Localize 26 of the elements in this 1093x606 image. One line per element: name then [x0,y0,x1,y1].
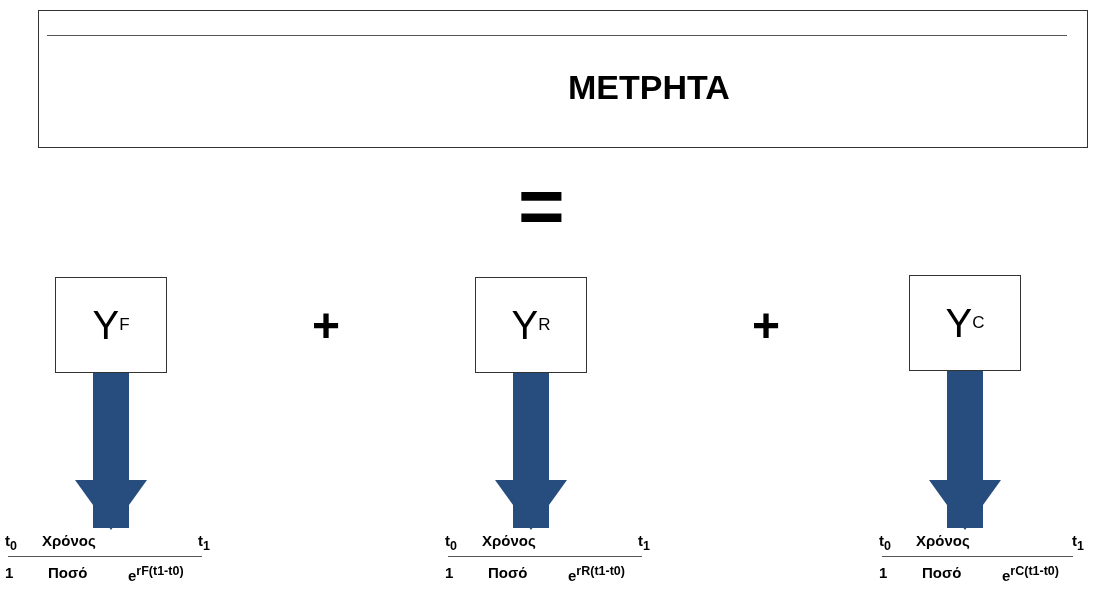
title-box [38,10,1088,148]
axis-label: Ποσό [48,564,88,581]
time-label: t$_{0}$ [445,532,457,553]
growth-formula: e$^{rR(t1-t0)}$ [568,564,625,584]
axis-label: Χρόνος [482,532,536,549]
time-label: t$_{0}$ [5,532,17,553]
time-label: t$_{1}$ [198,532,210,553]
axis-label: Χρόνος [916,532,970,549]
block-arrow [495,373,567,530]
time-label: t$_{1}$ [638,532,650,553]
growth-formula: e$^{rC(t1-t0)}$ [1002,564,1059,584]
time-label: t$_{0}$ [879,532,891,553]
amount-value: 1 [445,564,454,581]
amount-value: 1 [879,564,888,581]
axis-label: Χρόνος [42,532,96,549]
growth-formula: e$^{rF(t1-t0)}$ [128,564,184,584]
time-label: ΜΕΤΡΗΤΑ [568,68,730,107]
axis-label: Ποσό [488,564,528,581]
plus-sign: + [312,298,341,353]
plus-sign: + [752,298,781,353]
equals-sign: = [518,160,565,252]
amount-value: 1 [5,564,14,581]
block-arrow [75,373,147,530]
time-label: t$_{1}$ [1072,532,1084,553]
axis-label: Ποσό [922,564,962,581]
block-arrow [929,371,1001,530]
